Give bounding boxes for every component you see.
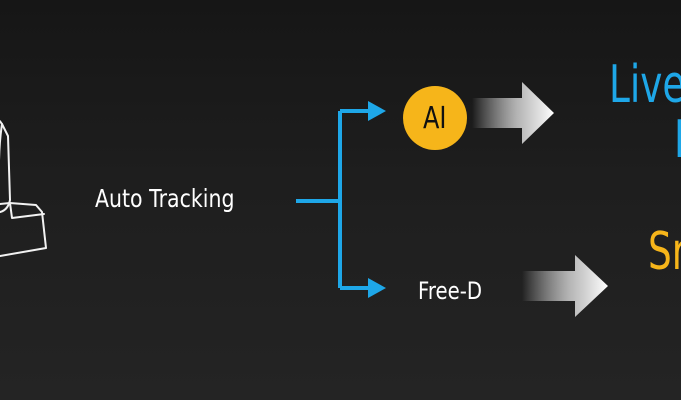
ai-label: AI [423, 100, 447, 136]
branch-arrowhead-top [368, 101, 386, 121]
free-d-label: Free-D [418, 277, 483, 305]
branch-connector [296, 109, 372, 290]
auto-tracking-label: Auto Tracking [95, 184, 235, 213]
output-bottom-label: Sr [648, 222, 681, 282]
ptz-camera-outline-icon [0, 119, 47, 257]
gradient-arrow-icon [472, 82, 554, 144]
branch-arrowhead-bottom [368, 278, 386, 298]
gradient-arrow-icon [522, 255, 608, 317]
output-top-label-line2: I [674, 110, 681, 170]
ai-badge: AI [403, 86, 467, 150]
output-top-label: Live [609, 55, 681, 115]
